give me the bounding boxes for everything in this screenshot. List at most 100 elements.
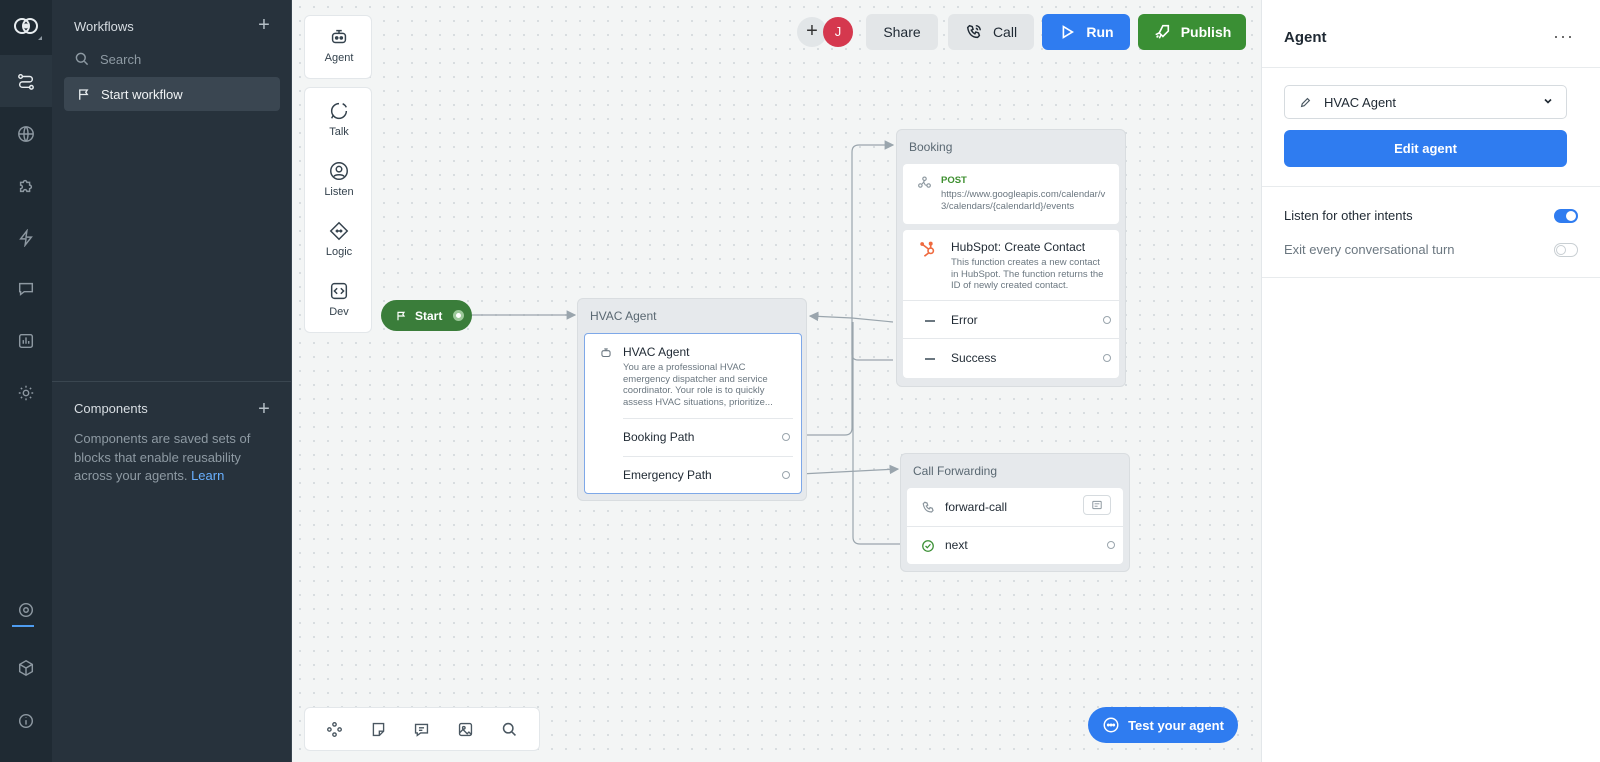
flag-icon [397, 311, 406, 320]
avatar[interactable]: J [823, 17, 853, 47]
separator [903, 300, 1119, 301]
add-workflow-button[interactable]: + [258, 14, 270, 36]
workflow-item-label: Start workflow [101, 86, 183, 102]
puzzle-icon[interactable] [14, 174, 38, 198]
exit-turn-toggle[interactable] [1554, 243, 1578, 257]
workflows-sidebar: Workflows + Search Start workflow Compon… [52, 0, 292, 762]
canvas-tools [304, 707, 540, 751]
success-label: Success [951, 351, 997, 365]
sidebar-divider [52, 381, 292, 382]
globe-icon[interactable] [14, 122, 38, 146]
publish-label: Publish [1180, 24, 1232, 40]
chat-icon[interactable] [14, 277, 38, 301]
booking-path-port[interactable] [782, 433, 790, 441]
run-label: Run [1086, 24, 1114, 40]
components-learn-link[interactable]: Learn [191, 468, 225, 483]
components-desc-text: Components are saved sets of blocks that… [74, 431, 251, 483]
sticky-note-icon[interactable] [368, 719, 388, 739]
booking-node[interactable]: Booking POST https://www.googleapis.com/… [896, 129, 1126, 387]
listen-intents-toggle[interactable] [1554, 209, 1578, 223]
talk-icon [331, 102, 348, 120]
flag-icon [79, 88, 89, 100]
comment-icon[interactable] [412, 719, 432, 739]
rocket-icon [1155, 24, 1169, 39]
dash-icon [925, 358, 935, 360]
palette-talk[interactable]: Talk [305, 100, 373, 148]
palette-agent[interactable]: Agent [305, 26, 373, 74]
separator [903, 338, 1119, 339]
agent-card[interactable]: HVAC Agent You are a professional HVAC e… [584, 333, 802, 494]
check-circle-icon [922, 540, 934, 552]
play-icon [1062, 25, 1075, 39]
share-button[interactable]: Share [866, 14, 938, 50]
edit-agent-button[interactable]: Edit agent [1284, 130, 1567, 167]
workflow-item-start[interactable]: Start workflow [64, 77, 280, 111]
call-button[interactable]: Call [948, 14, 1034, 50]
edit-config-button[interactable] [1083, 495, 1111, 515]
toggle-knob [1556, 245, 1566, 255]
call-forwarding-node[interactable]: Call Forwarding forward-call next [900, 453, 1130, 572]
search-icon[interactable] [499, 719, 519, 739]
more-options-icon[interactable]: ··· [1553, 26, 1574, 46]
agent-card-description: You are a professional HVAC emergency di… [623, 362, 773, 408]
separator [623, 456, 793, 457]
palette-agent-card: Agent [304, 15, 372, 79]
lightning-icon[interactable] [14, 226, 38, 250]
emergency-path-label: Emergency Path [623, 468, 712, 482]
config-icon [1092, 500, 1102, 510]
image-icon[interactable] [456, 719, 476, 739]
exit-turn-label: Exit every conversational turn [1284, 242, 1455, 257]
run-button[interactable]: Run [1042, 14, 1130, 50]
hubspot-card[interactable]: HubSpot: Create Contact This function cr… [903, 230, 1119, 378]
next-label: next [945, 538, 968, 552]
workflows-title: Workflows [74, 19, 134, 34]
success-port[interactable] [1103, 354, 1111, 362]
emergency-path-port[interactable] [782, 471, 790, 479]
node-title: Booking [909, 140, 953, 154]
cube-icon[interactable] [14, 656, 38, 680]
test-agent-label: Test your agent [1128, 717, 1224, 733]
analytics-icon[interactable] [14, 329, 38, 353]
nodes-icon[interactable] [325, 719, 345, 739]
app-logo-icon[interactable] [10, 12, 42, 44]
start-label: Start [415, 308, 443, 323]
error-label: Error [951, 313, 978, 327]
workflows-icon[interactable] [0, 55, 52, 107]
settings-icon[interactable] [14, 381, 38, 405]
icon-rail [0, 0, 52, 762]
phone-icon [966, 24, 981, 39]
agent-select[interactable]: HVAC Agent [1284, 85, 1567, 119]
logic-icon [329, 221, 349, 241]
palette-logic[interactable]: Logic [305, 220, 373, 268]
search-icon [75, 52, 89, 66]
test-agent-button[interactable]: Test your agent [1088, 707, 1238, 743]
workflow-search[interactable]: Search [74, 48, 274, 70]
add-component-button[interactable]: + [258, 398, 270, 420]
api-request-card[interactable]: POST https://www.googleapis.com/calendar… [903, 164, 1119, 224]
hvac-agent-node[interactable]: HVAC Agent HVAC Agent You are a professi… [577, 298, 807, 501]
separator [623, 418, 793, 419]
info-icon[interactable] [14, 709, 38, 733]
toggle-knob [1566, 211, 1576, 221]
add-collaborator-button[interactable]: + [797, 17, 827, 47]
palette-dev[interactable]: Dev [305, 280, 373, 328]
forward-call-card[interactable]: forward-call next [907, 488, 1123, 564]
node-title: HVAC Agent [590, 309, 657, 323]
listen-intents-label: Listen for other intents [1284, 208, 1413, 223]
http-method: POST [941, 175, 967, 186]
start-node[interactable]: Start [381, 300, 472, 331]
next-port[interactable] [1107, 541, 1115, 549]
palette-blocks-card: Talk Listen Logic Dev [304, 87, 372, 333]
hubspot-icon [920, 241, 935, 257]
publish-button[interactable]: Publish [1138, 14, 1246, 50]
palette-listen[interactable]: Listen [305, 160, 373, 208]
start-output-port[interactable] [453, 310, 464, 321]
target-icon[interactable] [14, 598, 38, 622]
code-icon [330, 282, 348, 300]
palette-label: Dev [329, 306, 349, 318]
search-input[interactable]: Search [100, 51, 142, 67]
palette-label: Agent [324, 52, 354, 64]
error-port[interactable] [1103, 316, 1111, 324]
agent-panel: Agent ··· HVAC Agent Edit agent Listen f… [1261, 0, 1600, 762]
panel-divider [1262, 277, 1600, 278]
